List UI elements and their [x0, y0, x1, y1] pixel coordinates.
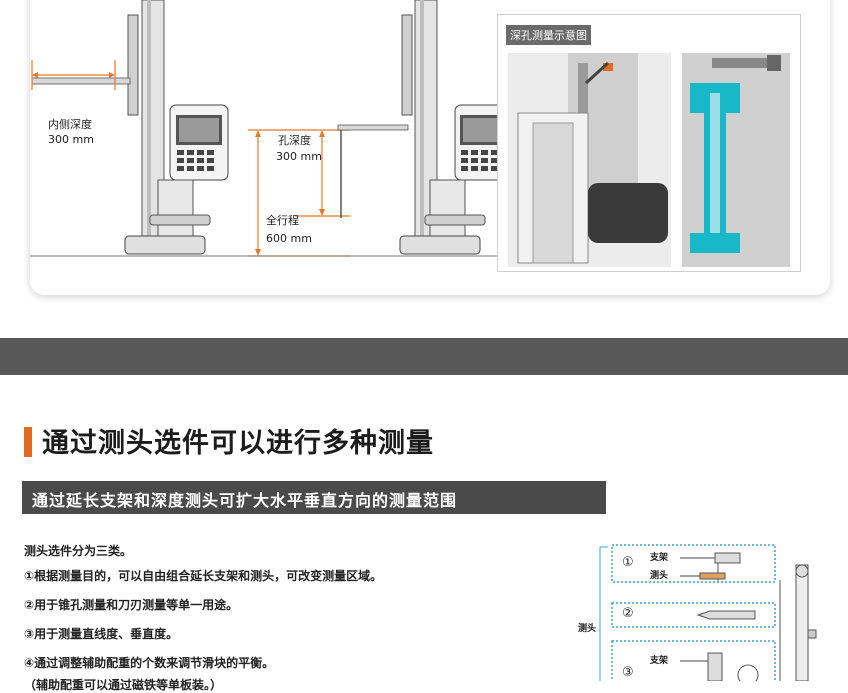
deep-hole-panel: 深孔测量示意图 [497, 14, 801, 272]
diagram-probe-label: 测头 [650, 571, 669, 581]
subtitle-bar: 通过延长支架和深度测头可扩大水平垂直方向的测量范围 [22, 481, 606, 514]
desc-line-2: ②用于锥孔测量和刀刃测量等单一用途。 [24, 598, 239, 612]
diagram-num-1: ① [622, 555, 634, 570]
diagram-num-3: ③ [622, 665, 634, 680]
hole-depth-value: 300 mm [276, 150, 322, 163]
diagram-bracket-label: 支架 [650, 553, 669, 563]
desc-line-4: ④通过调整辅助配重的个数来调节滑块的平衡。 [24, 656, 275, 670]
section-title: 通过测头选件可以进行多种测量 [42, 428, 434, 459]
diagram-side-label: 测头 [578, 624, 597, 634]
deep-hole-panel-label: 深孔测量示意图 [506, 25, 591, 45]
deep-hole-schematic [682, 53, 790, 267]
section-divider-band [0, 338, 848, 375]
travel-value: 600 mm [266, 232, 312, 245]
diagram-num-2: ② [622, 606, 634, 621]
desc-line-0: 测头选件分为三类。 [24, 544, 133, 558]
probe-option-diagram: 测头 ① ② ③ 支架 测头 支架 [570, 535, 848, 681]
deep-hole-photo [508, 53, 671, 267]
inner-depth-label: 内侧深度 [48, 118, 92, 131]
travel-label: 全行程 [266, 214, 299, 227]
height-gauge-left-drawing [30, 0, 260, 257]
top-figure-card: 内侧深度 300 mm 孔深度 300 mm 全行程 [30, 0, 830, 295]
hole-depth-label: 孔深度 [278, 134, 311, 147]
desc-line-1: ①根据测量目的，可以自由组合延长支架和测头，可改变测量区域。 [24, 569, 383, 583]
inner-depth-value: 300 mm [48, 133, 94, 146]
diagram-bracket-label-3: 支架 [650, 656, 669, 666]
title-accent-bar [24, 427, 32, 457]
section-subtitle: 通过延长支架和深度测头可扩大水平垂直方向的测量范围 [32, 491, 458, 510]
desc-line-5: （辅助配重可以通过磁铁等单板装。） [24, 678, 223, 692]
height-gauge-right-drawing [240, 0, 500, 257]
desc-line-3: ③用于测量直线度、垂直度。 [24, 627, 179, 641]
